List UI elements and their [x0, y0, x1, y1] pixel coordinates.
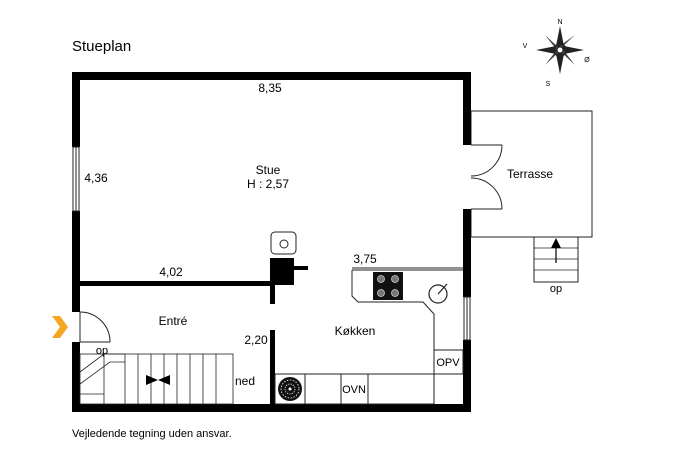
room-label-entre: Entré — [159, 314, 188, 328]
room-label-terrasse: Terrasse — [507, 167, 553, 181]
compass-n: N — [557, 19, 562, 26]
label-opv: OPV — [436, 357, 460, 369]
label-op-terrace: op — [550, 283, 562, 295]
entrance-door — [79, 311, 111, 343]
plan-title: Stueplan — [72, 38, 131, 55]
room-label-stue: Stue — [256, 163, 281, 177]
stove — [270, 231, 297, 255]
room-height-stue: H : 2,57 — [247, 177, 289, 191]
entrance-arrow-icon — [52, 316, 68, 338]
terrace-door — [468, 144, 503, 210]
stair-up-arrow-icon — [551, 238, 561, 248]
dimension-left: 4,36 — [84, 171, 108, 185]
disclaimer: Vejledende tegning uden ansvar. — [72, 428, 232, 440]
cooktop-icon — [373, 272, 403, 300]
compass-e: Ø — [584, 57, 590, 64]
compass-s: S — [546, 81, 551, 88]
dimension-top: 8,35 — [258, 81, 282, 95]
dimension-entre-wall: 4,02 — [159, 265, 183, 279]
interior-walls — [80, 258, 308, 404]
dimension-between: 2,20 — [244, 333, 268, 347]
room-label-kokken: Køkken — [335, 324, 376, 338]
staircase — [79, 353, 234, 405]
dimension-kitchen: 3,75 — [353, 252, 377, 266]
terrace — [470, 110, 593, 283]
label-ned: ned — [235, 374, 255, 388]
outer-walls — [72, 72, 471, 412]
compass-w: V — [523, 43, 528, 50]
label-op-entrance: op — [96, 345, 108, 357]
compass-rose: N S V Ø — [523, 19, 591, 88]
stair-direction-icon — [146, 375, 170, 385]
sink-icon — [428, 283, 448, 304]
ventilation-fan-icon — [278, 377, 302, 401]
windows — [72, 146, 471, 341]
label-ovn: OVN — [342, 384, 366, 396]
